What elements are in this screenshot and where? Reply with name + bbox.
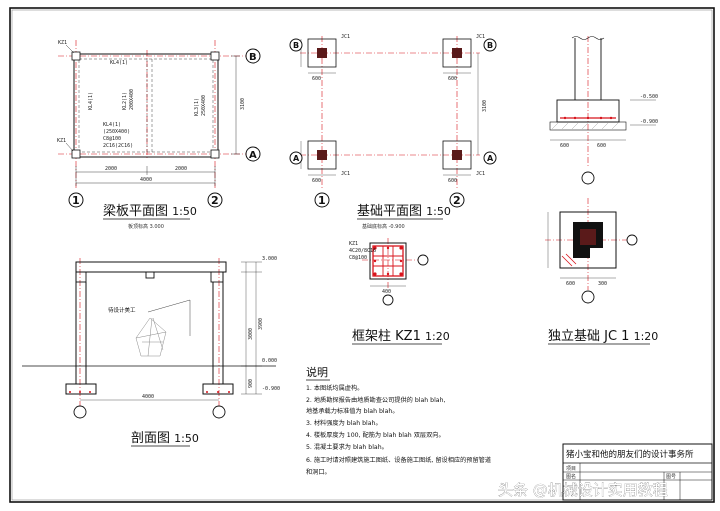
beam-label-mid: KL4(1): [103, 122, 121, 128]
fdn-jc-bl: JC1: [341, 171, 350, 177]
column-kz1: KZ1 4C20/8C16 C8@100 400 框架柱 KZ1 1:20: [349, 238, 450, 345]
sheet-border: [9, 7, 715, 503]
svg-text:-0.500: -0.500: [640, 94, 658, 100]
beam-label-left: KL4(1): [88, 92, 94, 110]
beam-axis-b: B: [249, 52, 257, 63]
beam-label-top: KL4(1): [110, 60, 128, 66]
section-dim-bot: 900: [248, 379, 254, 388]
column-title: 框架柱 KZ1 1:20: [352, 329, 450, 344]
general-notes: 说明 1. 本图纸均属虚构。 2. 地质勘探报告由地质勘查公司提供的 blah …: [306, 365, 491, 476]
section-title: 剖面图 1:50: [131, 431, 199, 446]
footing-title: 独立基础 JC 1 1:20: [548, 329, 658, 344]
note-5: 5. 混凝土要求为 blah blah。: [306, 443, 388, 451]
footing-section: 600 600 -0.500 -0.900: [549, 36, 658, 185]
section-dim-mid: 3000: [248, 328, 254, 340]
svg-text:KL3(1): KL3(1): [194, 98, 200, 116]
beam-axis-2: 2: [211, 194, 219, 207]
fdn-jc-tr: JC1: [476, 34, 485, 40]
beam-plan-title: 梁板平面图 1:50: [103, 204, 197, 219]
svg-text:2C16(2C16): 2C16(2C16): [103, 143, 133, 149]
svg-text:C8@100: C8@100: [103, 136, 121, 142]
title-block-drawing: 图名: [566, 473, 576, 480]
svg-text:600: 600: [560, 143, 569, 149]
svg-text:C8@100: C8@100: [349, 255, 367, 261]
beam-label-center: KL2(1): [122, 92, 128, 110]
note-1: 1. 本图纸均属虚构。: [306, 384, 363, 392]
beam-col-tag-top: KZ1: [58, 40, 67, 46]
beam-plan: KL4(1) KL4(1) (250X400) C8@100 2C16(2C16…: [57, 40, 261, 230]
beam-axis-1: 1: [72, 194, 80, 207]
note-6b: 和洞口。: [306, 468, 331, 476]
section-dim-span: 4000: [142, 394, 154, 400]
svg-text:300: 300: [598, 281, 607, 287]
foundation-plan: 600 600 600 600 3100 JC1 JC1 JC1 JC1 1 2…: [289, 34, 497, 230]
fdn-jc-br: JC1: [476, 171, 485, 177]
fdn-axis-1: 1: [318, 194, 326, 207]
beam-dim-total: 4000: [140, 177, 152, 183]
svg-text:250X400: 250X400: [201, 95, 207, 116]
section-placeholder-label: 待设计美工: [108, 306, 136, 314]
column-rebar: 4C20/8C16: [349, 248, 376, 254]
footing-section-level: -0.900: [640, 119, 658, 125]
svg-text:3900: 3900: [258, 318, 264, 330]
note-2b: 地基承载力标准值为 blah blah。: [306, 407, 399, 415]
title-block: 猪小宝和他的朋友们的设计事务所 项目 图名 图号: [562, 443, 713, 501]
watermark: 头条 @机械设计实用教程: [498, 481, 668, 499]
fdn-plan-note: 基础底标高 -0.900: [362, 223, 405, 230]
fdn-axis-b: B: [293, 41, 299, 50]
svg-text:B: B: [487, 41, 493, 50]
footing-plan-dim: 600: [566, 281, 575, 287]
notes-heading: 说明: [306, 365, 328, 379]
beam-dim-span: 2000: [105, 166, 117, 172]
svg-text:600: 600: [448, 178, 457, 184]
footing-plan: 600 300 独立基础 JC 1 1:20: [545, 198, 658, 345]
title-block-project: 项目: [566, 466, 576, 472]
fdn-dim-small: 600: [312, 76, 321, 82]
svg-text:600: 600: [312, 178, 321, 184]
note-4: 4. 楼板厚度为 100, 配筋为 blah blah 双层双向。: [306, 431, 445, 439]
svg-text:600: 600: [597, 143, 606, 149]
section-view: 待设计美工 3.000 0.000 -0.900 3000 900 3900 4…: [22, 256, 280, 447]
note-3: 3. 材料强度为 blah blah。: [306, 419, 382, 427]
section-level-mid: 0.000: [262, 358, 277, 364]
beam-axis-a: A: [249, 150, 257, 161]
fdn-plan-title: 基础平面图 1:50: [357, 204, 451, 219]
fdn-axis-2: 2: [453, 194, 461, 207]
svg-text:200X400: 200X400: [129, 89, 135, 110]
beam-dim-height: 3100: [240, 98, 246, 110]
svg-text:(250X400): (250X400): [103, 129, 130, 135]
fdn-axis-a: A: [293, 154, 300, 163]
section-level-top: 3.000: [262, 256, 277, 262]
fdn-jc-tl: JC1: [341, 34, 350, 40]
note-6: 6. 施工时请对照建筑施工图纸、设备施工图纸, 留设相应的预留管道: [306, 456, 491, 464]
svg-text:A: A: [487, 154, 494, 163]
column-dim: 400: [382, 289, 391, 295]
svg-text:2000: 2000: [175, 166, 187, 172]
title-block-firm: 猪小宝和他的朋友们的设计事务所: [566, 449, 694, 460]
title-block-no: 图号: [666, 474, 676, 480]
section-level-bot: -0.900: [262, 386, 280, 392]
fdn-dim-span: 3100: [482, 100, 488, 112]
svg-text:600: 600: [448, 76, 457, 82]
beam-plan-note: 板顶标高 3.000: [128, 223, 164, 230]
beam-col-tag-bottom: KZ1: [57, 138, 66, 144]
note-2: 2. 地质勘探报告由地质勘查公司提供的 blah blah,: [306, 396, 446, 404]
column-tag: KZ1: [349, 241, 358, 247]
